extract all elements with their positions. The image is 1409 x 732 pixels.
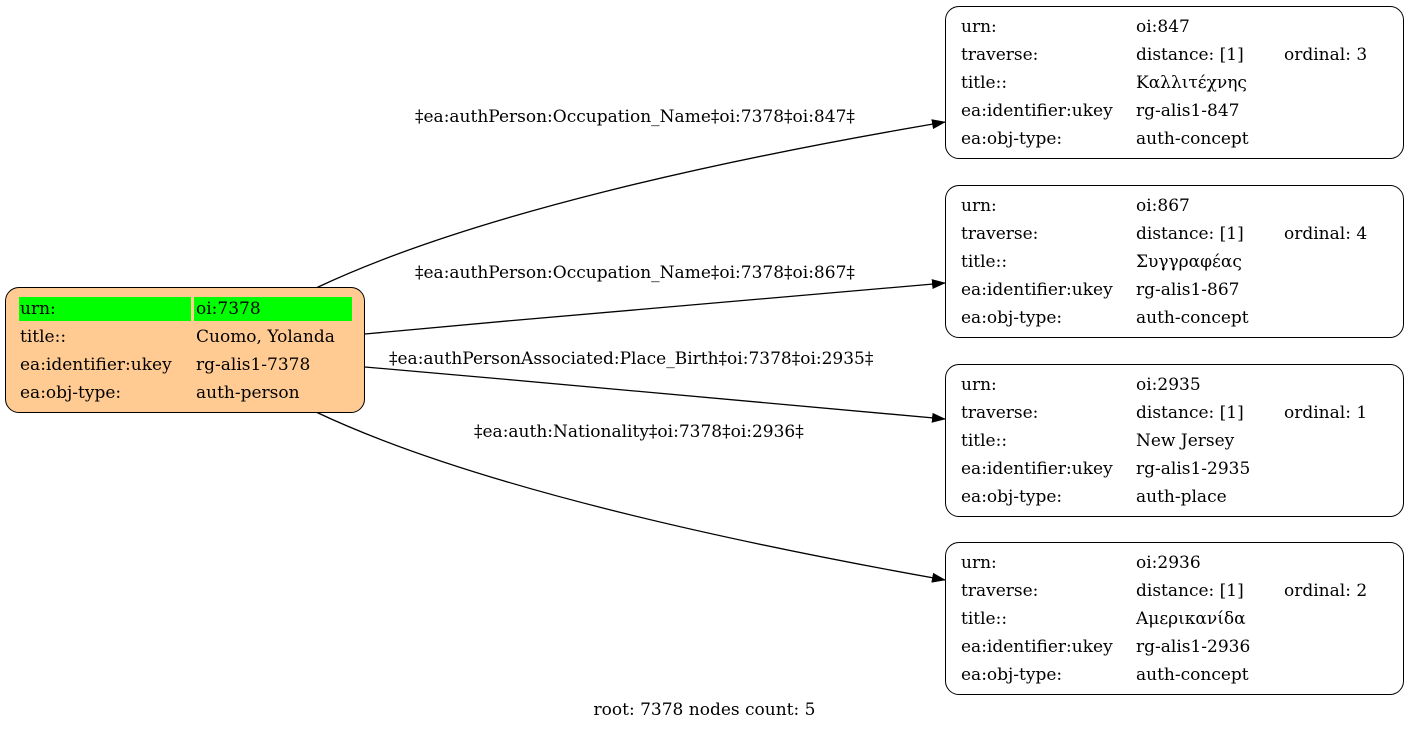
graph-footer: root: 7378 nodes count: 5 (593, 700, 816, 720)
urn-key: urn: (961, 553, 997, 573)
traverse-distance: distance: [1] (1136, 581, 1244, 601)
traverse-key: traverse: (961, 45, 1039, 65)
root-title-key: title:: (20, 327, 67, 347)
root-objtype-key: ea:obj-type: (20, 383, 122, 403)
objtype-value: auth-place (1136, 487, 1227, 507)
edge-label-2936: ‡ea:auth:Nationality‡oi:7378‡oi:2936‡ (474, 422, 804, 442)
urn-key: urn: (961, 375, 997, 395)
traverse-key: traverse: (961, 581, 1039, 601)
edge-to-847 (315, 119, 946, 289)
ukey-value: rg-alis1-867 (1136, 280, 1240, 300)
edge-to-867 (364, 279, 946, 335)
ukey-key: ea:identifier:ukey (961, 101, 1113, 121)
node-2936[interactable]: urn: oi:2936 traverse: distance: [1] ord… (945, 542, 1404, 695)
edge-label-847: ‡ea:authPerson:Occupation_Name‡oi:7378‡o… (415, 107, 855, 127)
node-847[interactable]: urn: oi:847 traverse: distance: [1] ordi… (945, 6, 1404, 159)
root-title-value: Cuomo, Yolanda (196, 327, 335, 347)
root-urn-value: oi:7378 (196, 299, 261, 319)
objtype-key: ea:obj-type: (961, 308, 1063, 328)
urn-value: oi:2936 (1136, 553, 1201, 573)
root-node[interactable]: urn: oi:7378 title:: Cuomo, Yolanda ea:i… (5, 287, 365, 413)
title-key: title:: (961, 431, 1008, 451)
ukey-value: rg-alis1-2936 (1136, 637, 1251, 657)
traverse-ordinal: ordinal: 1 (1284, 403, 1368, 423)
root-urn-key: urn: (20, 299, 56, 319)
traverse-distance: distance: [1] (1136, 224, 1244, 244)
root-ukey-key: ea:identifier:ukey (20, 355, 172, 375)
ukey-value: rg-alis1-2935 (1136, 459, 1251, 479)
title-key: title:: (961, 609, 1008, 629)
traverse-key: traverse: (961, 403, 1039, 423)
objtype-key: ea:obj-type: (961, 129, 1063, 149)
title-value: Αμερικανίδα (1136, 609, 1246, 629)
node-867[interactable]: urn: oi:867 traverse: distance: [1] ordi… (945, 185, 1404, 338)
objtype-key: ea:obj-type: (961, 487, 1063, 507)
ukey-key: ea:identifier:ukey (961, 280, 1113, 300)
root-objtype-value: auth-person (196, 383, 300, 403)
traverse-ordinal: ordinal: 4 (1284, 224, 1368, 244)
title-value: Καλλιτέχνης (1136, 73, 1247, 93)
urn-value-highlight (194, 297, 352, 321)
ukey-key: ea:identifier:ukey (961, 637, 1113, 657)
traverse-distance: distance: [1] (1136, 45, 1244, 65)
title-value: New Jersey (1136, 431, 1235, 451)
urn-key-highlight (19, 297, 191, 321)
urn-value: oi:867 (1136, 196, 1190, 216)
objtype-value: auth-concept (1136, 129, 1249, 149)
traverse-key: traverse: (961, 224, 1039, 244)
urn-key: urn: (961, 196, 997, 216)
title-key: title:: (961, 252, 1008, 272)
objtype-value: auth-concept (1136, 665, 1249, 685)
edge-to-2936 (315, 411, 946, 583)
edge-to-2935 (364, 366, 946, 423)
traverse-ordinal: ordinal: 2 (1284, 581, 1368, 601)
objtype-value: auth-concept (1136, 308, 1249, 328)
root-ukey-value: rg-alis1-7378 (196, 355, 311, 375)
title-value: Συγγραφέας (1136, 252, 1242, 272)
urn-value: oi:847 (1136, 17, 1190, 37)
ukey-value: rg-alis1-847 (1136, 101, 1240, 121)
title-key: title:: (961, 73, 1008, 93)
ukey-key: ea:identifier:ukey (961, 459, 1113, 479)
urn-key: urn: (961, 17, 997, 37)
traverse-distance: distance: [1] (1136, 403, 1244, 423)
objtype-key: ea:obj-type: (961, 665, 1063, 685)
node-2935[interactable]: urn: oi:2935 traverse: distance: [1] ord… (945, 364, 1404, 517)
edge-label-2935: ‡ea:authPersonAssociated:Place_Birth‡oi:… (389, 349, 874, 369)
traverse-ordinal: ordinal: 3 (1284, 45, 1368, 65)
urn-value: oi:2935 (1136, 375, 1201, 395)
edge-label-867: ‡ea:authPerson:Occupation_Name‡oi:7378‡o… (415, 263, 855, 283)
